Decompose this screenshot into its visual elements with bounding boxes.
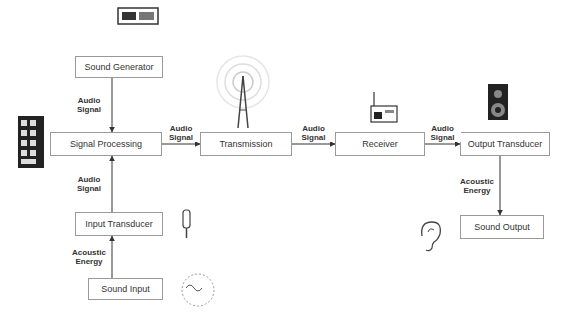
box-label: Sound Input — [101, 284, 150, 294]
process-box: Sound Input — [88, 278, 163, 300]
box-label: Receiver — [362, 139, 398, 149]
box-label: Input Transducer — [85, 219, 153, 229]
logo-icon — [118, 8, 158, 24]
box-label: Sound Generator — [84, 62, 153, 72]
box-label: Transmission — [219, 139, 272, 149]
signal-arrow — [112, 236, 113, 278]
ear-icon — [422, 222, 441, 251]
process-box: Transmission — [200, 132, 292, 156]
mixer-icon — [18, 116, 44, 168]
signal-arrow — [500, 156, 501, 215]
process-box: Input Transducer — [75, 212, 163, 236]
sound-source-icon — [182, 274, 214, 306]
signal-arrow — [292, 144, 335, 145]
process-box: Receiver — [335, 132, 425, 156]
edge-label: Audio Signal — [425, 124, 461, 142]
box-label: Output Transducer — [468, 139, 543, 149]
tower-icon — [217, 56, 269, 128]
signal-arrow — [112, 156, 113, 212]
radio-icon — [371, 92, 397, 122]
process-box: Signal Processing — [50, 132, 162, 156]
signal-arrow — [425, 144, 460, 145]
box-label: Sound Output — [474, 222, 530, 232]
microphone-icon — [183, 210, 190, 238]
process-box: Sound Generator — [75, 56, 163, 78]
speaker-icon — [488, 84, 508, 120]
process-box: Output Transducer — [460, 132, 550, 156]
edge-label: Audio Signal — [163, 124, 199, 142]
signal-arrow — [112, 78, 113, 132]
edge-label: Audio Signal — [296, 124, 332, 142]
process-box: Sound Output — [460, 215, 544, 239]
edge-label: Audio Signal — [71, 175, 107, 193]
edge-label: Acoustic Energy — [459, 177, 495, 195]
signal-arrow — [162, 144, 200, 145]
edge-label: Acoustic Energy — [71, 248, 107, 266]
edge-label: Audio Signal — [71, 96, 107, 114]
box-label: Signal Processing — [70, 139, 142, 149]
